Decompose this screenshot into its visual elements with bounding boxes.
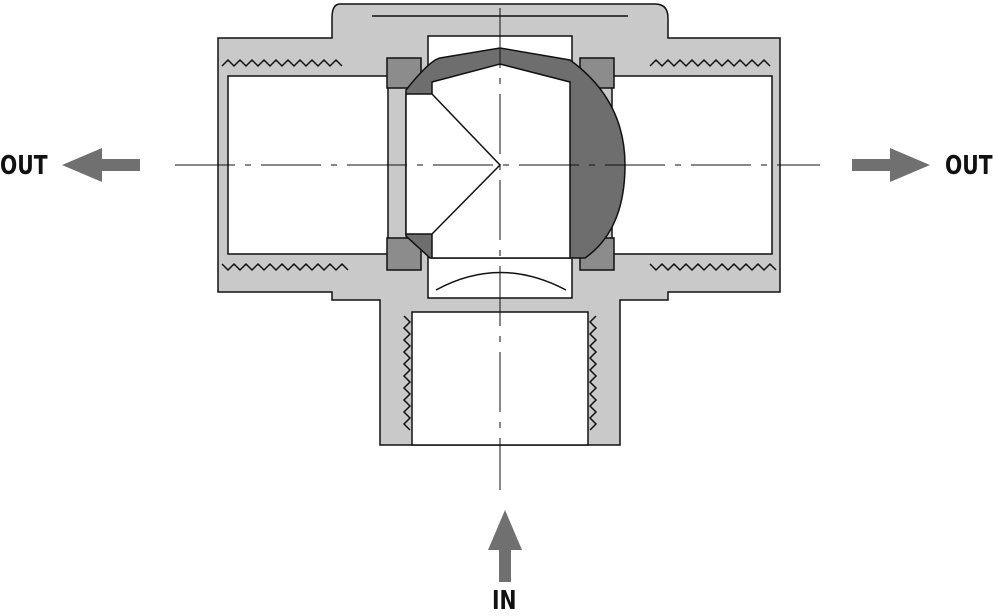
thread-left-top — [221, 58, 343, 68]
seat-left-bottom — [386, 237, 422, 271]
outlet-left-label: OUT — [0, 151, 48, 181]
outlet-right-label: OUT — [945, 151, 993, 181]
thread-right-bottom — [649, 262, 777, 272]
arrow-right-icon — [852, 148, 930, 182]
thread-left-bottom — [221, 262, 349, 272]
thread-bottom-right — [588, 315, 598, 431]
inlet-label: IN — [492, 586, 517, 616]
arrow-up-icon — [488, 510, 522, 582]
arrow-left-icon — [62, 148, 140, 182]
ball-bore — [405, 63, 571, 259]
thread-bottom-left — [402, 315, 412, 431]
thread-right-top — [649, 58, 771, 68]
